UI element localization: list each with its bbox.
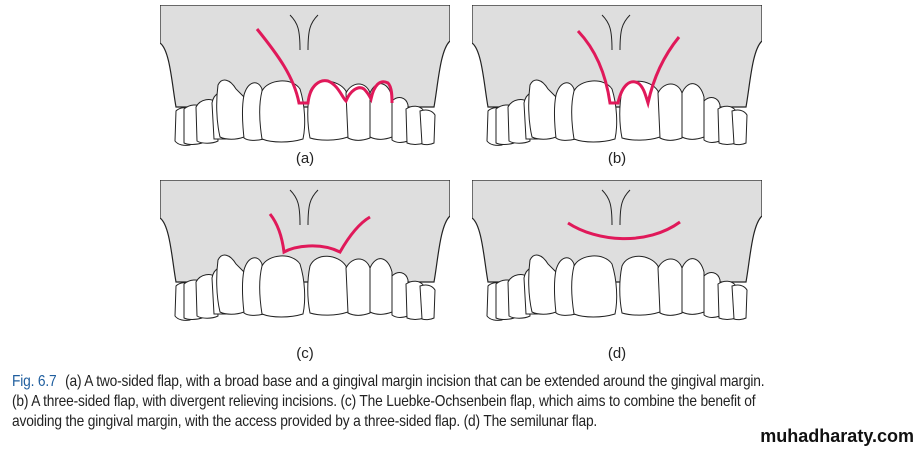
figure-caption: Fig. 6.7 (a) A two-sided flap, with a bro… bbox=[12, 372, 912, 432]
jaw-illustration-b bbox=[471, 4, 763, 146]
caption-line-2: (b) A three-sided flap, with divergent r… bbox=[12, 393, 756, 410]
watermark: muhadharaty.com bbox=[760, 426, 914, 446]
panel-d-semilunar-flap bbox=[471, 179, 763, 325]
caption-text-1: (a) A two-sided flap, with a broad base … bbox=[65, 373, 765, 390]
caption-line-1: Fig. 6.7 (a) A two-sided flap, with a bro… bbox=[12, 372, 786, 392]
panel-c-luebke-ochsenbein-flap bbox=[159, 179, 451, 325]
figure-number: Fig. 6.7 bbox=[12, 373, 57, 390]
caption-line-3: avoiding the gingival margin, with the a… bbox=[12, 413, 598, 430]
panel-label-d: (d) bbox=[607, 345, 627, 362]
panel-b-three-sided-flap bbox=[471, 4, 763, 150]
jaw-illustration-a bbox=[159, 4, 451, 146]
incision-line-c bbox=[268, 213, 371, 255]
panel-label-b: (b) bbox=[607, 150, 627, 167]
panel-label-c: (c) bbox=[296, 345, 314, 362]
jaw-illustration-c bbox=[159, 179, 451, 321]
panel-a-two-sided-flap bbox=[159, 4, 451, 150]
panel-label-a: (a) bbox=[295, 150, 315, 167]
incision-line-a bbox=[255, 28, 394, 105]
jaw-illustration-d bbox=[471, 179, 763, 321]
incision-line-d bbox=[567, 220, 681, 241]
incision-line-b bbox=[576, 29, 681, 109]
